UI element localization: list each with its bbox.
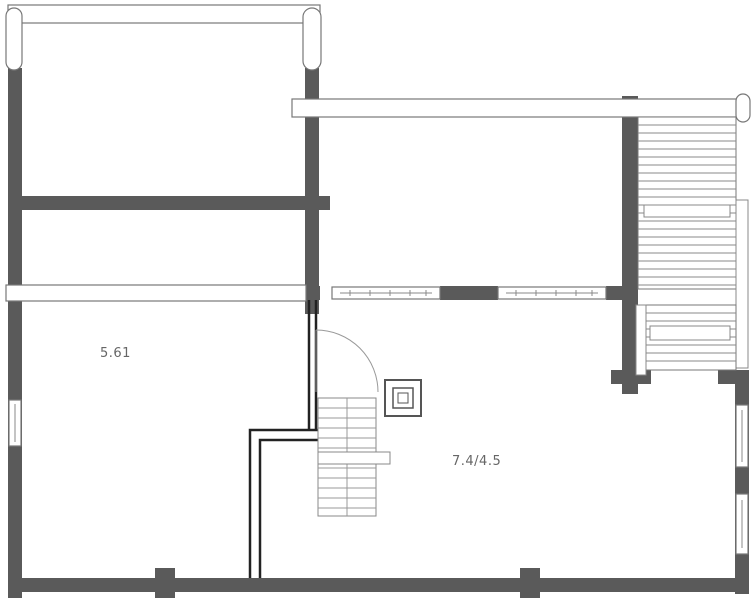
top-beam-right-cap: [302, 7, 322, 71]
room-label-left: 5.61: [100, 346, 131, 361]
load-bearing-walls: [8, 68, 749, 598]
interior-stair: [317, 397, 391, 517]
interior-partition: [248, 300, 320, 578]
far-right-post: [735, 470, 749, 494]
wall-bottom: [8, 578, 748, 592]
window-mullions: [14, 290, 743, 548]
wall-middle-horizontal: [8, 196, 330, 210]
exterior-stair-upper: [637, 116, 749, 369]
bottom-post-2: [520, 568, 540, 598]
room-label-right: 7.4/4.5: [452, 454, 502, 469]
bottom-post-1: [155, 568, 175, 598]
wall-center-vertical: [305, 68, 319, 314]
wall-lintel-segment: [440, 286, 498, 300]
post-right: [606, 286, 636, 300]
top-beam-left-cap: [5, 7, 23, 71]
middle-beam: [5, 284, 307, 302]
upper-beam: [291, 98, 749, 118]
exterior-stair-lower: [635, 304, 737, 376]
door-swing: [315, 329, 379, 393]
top-beam: [7, 4, 321, 24]
upper-beam-right-cap: [735, 93, 751, 123]
wall-left-vertical: [8, 68, 22, 598]
wall-right-vertical: [622, 96, 638, 394]
wall-stub-right: [718, 370, 748, 384]
chimney: [384, 379, 422, 417]
